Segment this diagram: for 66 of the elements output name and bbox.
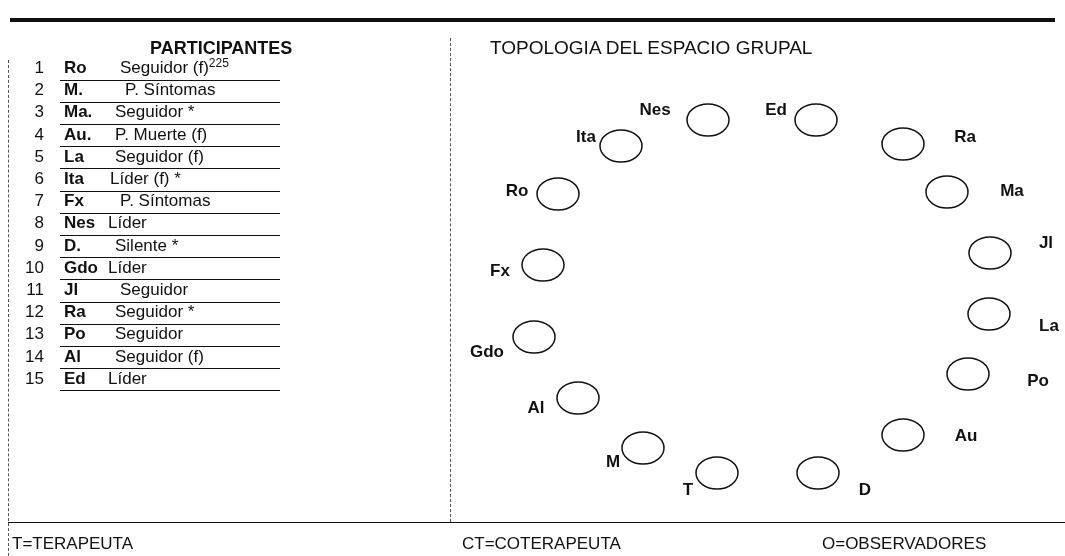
row-number: 1 <box>33 58 44 78</box>
legend-text: CT=COTERAPEUTA <box>462 534 621 554</box>
row-number: 7 <box>33 191 44 212</box>
participant-label: Ro <box>504 181 530 201</box>
participant-role: P. Síntomas <box>120 191 211 212</box>
participant-label: D <box>857 480 873 500</box>
participant-label: Gdo <box>469 342 505 362</box>
participant-label: Au <box>953 426 979 446</box>
participant-role: Silente * <box>115 235 179 256</box>
participant-role: Seguidor <box>120 280 189 300</box>
participant-code: Fx <box>64 191 84 212</box>
participant-role: Líder <box>108 257 147 278</box>
row-number: 10 <box>24 257 44 278</box>
participant-label: Fx <box>489 261 511 281</box>
participant-role: Líder (f) * <box>110 169 181 189</box>
participant-code: Ra <box>64 302 86 323</box>
participant-label: Ra <box>953 127 977 147</box>
participant-label: M <box>605 452 621 472</box>
participant-code: Ed <box>64 368 86 389</box>
participant-code: Au. <box>64 124 92 145</box>
participant-role: Líder <box>108 213 147 234</box>
diagram-heading: TOPOLOGIA DEL ESPACIO GRUPAL <box>490 38 813 58</box>
participant-label: Po <box>1026 371 1050 391</box>
participant-role: Seguidor <box>115 324 184 345</box>
participant-code: D. <box>64 235 81 256</box>
participant-code: Al <box>64 346 81 367</box>
row-number: 14 <box>24 346 44 367</box>
participant-label: Ma <box>999 181 1025 201</box>
participant-code: Gdo <box>64 257 98 278</box>
participant-code: La <box>64 146 84 167</box>
row-number: 6 <box>33 169 44 189</box>
row-number: 8 <box>33 213 44 234</box>
participant-role: Seguidor (f) <box>115 146 204 167</box>
participant-label: Nes <box>638 100 672 120</box>
legend-text: T=TERAPEUTA <box>12 534 134 554</box>
participant-role: Seguidor * <box>115 302 195 323</box>
legend-text: O=OBSERVADORES <box>822 534 987 554</box>
participant-label: T <box>681 480 695 500</box>
participant-code: Jl <box>64 280 79 300</box>
participant-code: Nes <box>64 213 96 234</box>
participant-role: Seguidor (f) <box>115 346 204 367</box>
participant-label: Jl <box>1037 233 1055 253</box>
table-heading: PARTICIPANTES <box>150 38 293 58</box>
row-number: 3 <box>33 102 44 123</box>
row-number: 13 <box>24 324 44 345</box>
row-number: 5 <box>33 146 44 167</box>
row-number: 9 <box>33 235 44 256</box>
participant-role: Seguidor * <box>115 102 195 123</box>
row-number: 12 <box>24 302 44 323</box>
row-number: 4 <box>33 124 44 145</box>
participant-role: P. Síntomas <box>125 80 216 101</box>
participant-label: Ed <box>764 100 788 120</box>
participant-label: Ita <box>575 127 597 147</box>
row-number: 11 <box>25 280 44 300</box>
participant-code: Ita <box>64 169 84 189</box>
participant-code: M. <box>64 80 83 101</box>
participant-role: Seguidor (f)$^{225}$ <box>120 58 229 78</box>
row-number: 15 <box>24 368 44 389</box>
participant-role: Líder <box>108 368 147 389</box>
participant-code: Po <box>64 324 86 345</box>
participant-role: P. Muerte (f) <box>115 124 208 145</box>
participant-label: La <box>1038 316 1060 336</box>
participant-code: Ma. <box>64 102 93 123</box>
participant-label: Al <box>526 398 546 418</box>
row-number: 2 <box>33 80 44 101</box>
participant-code: Ro <box>64 58 87 78</box>
